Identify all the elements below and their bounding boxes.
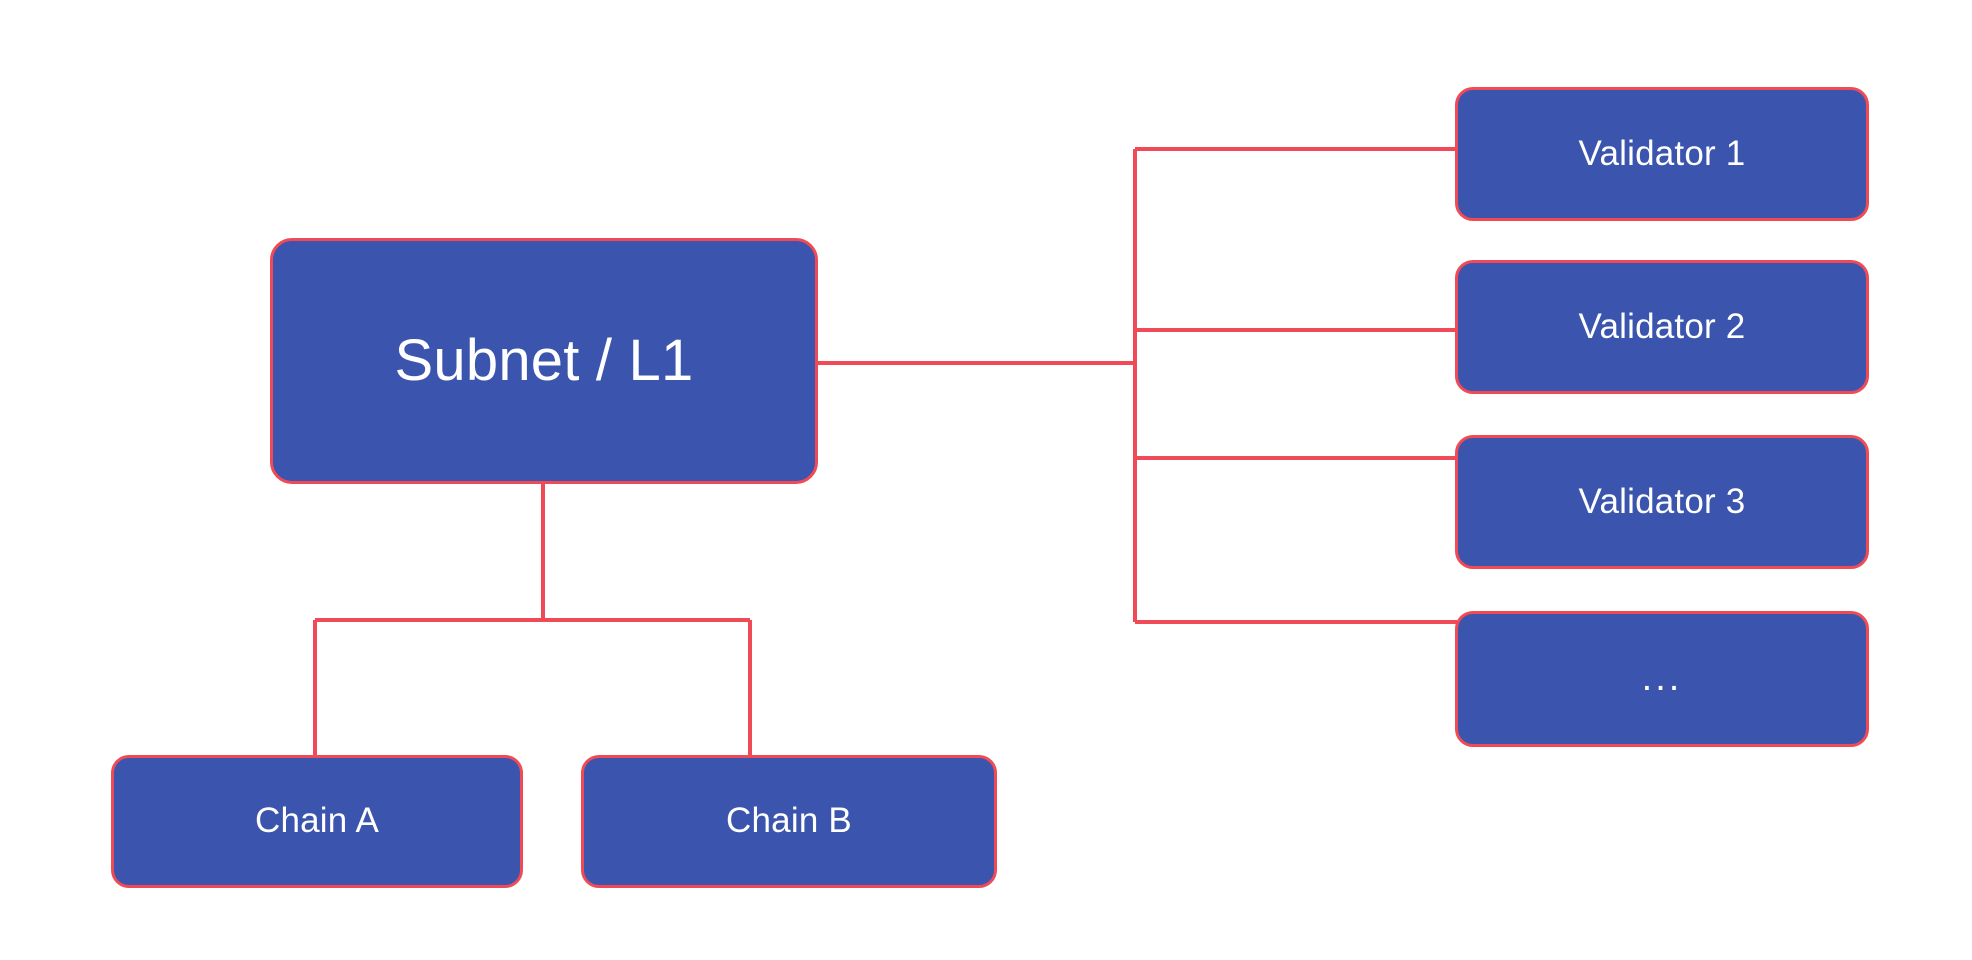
- node-validator-3[interactable]: Validator 3: [1455, 435, 1869, 569]
- node-validator-more-label: ...: [1641, 657, 1683, 700]
- node-chain-a-label: Chain A: [255, 801, 379, 841]
- node-validator-3-label: Validator 3: [1578, 481, 1746, 521]
- node-chain-a[interactable]: Chain A: [111, 755, 523, 888]
- node-chain-b-label: Chain B: [726, 801, 852, 841]
- node-chain-b[interactable]: Chain B: [581, 755, 997, 888]
- node-subnet-l1-label: Subnet / L1: [394, 328, 694, 394]
- node-validator-2[interactable]: Validator 2: [1455, 260, 1869, 394]
- node-validator-1[interactable]: Validator 1: [1455, 87, 1869, 221]
- node-validator-2-label: Validator 2: [1578, 306, 1746, 346]
- node-subnet-l1[interactable]: Subnet / L1: [270, 238, 818, 484]
- node-validator-more[interactable]: ...: [1455, 611, 1869, 747]
- node-validator-1-label: Validator 1: [1578, 133, 1746, 173]
